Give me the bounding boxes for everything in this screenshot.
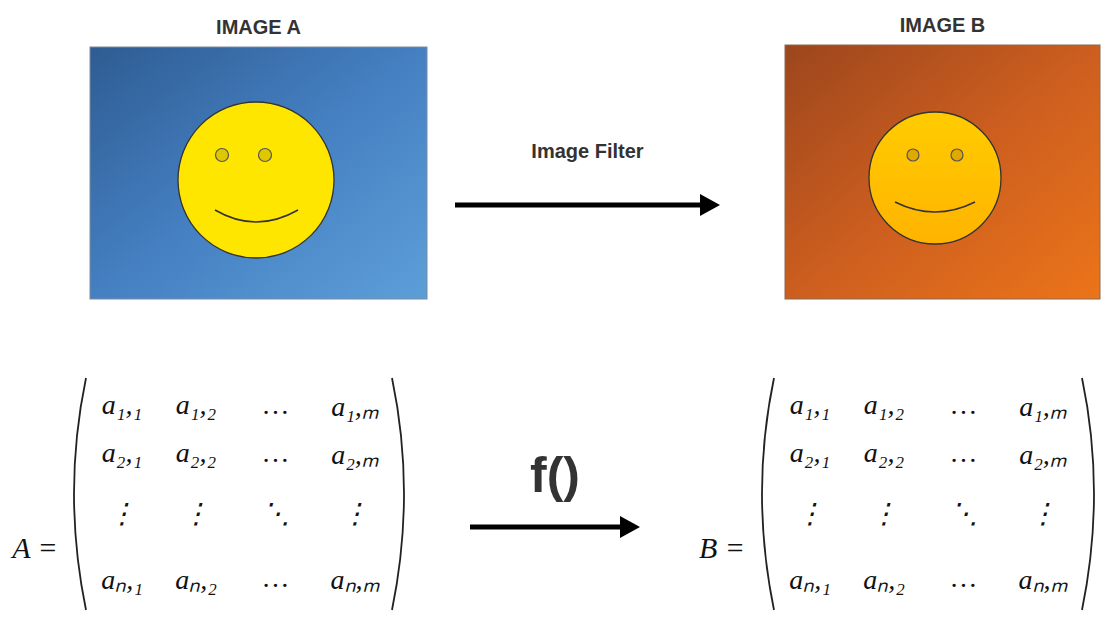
image-panel: IMAGE A (90, 47, 427, 299)
arrow-connector (455, 194, 720, 216)
matrix-cell: … (264, 437, 289, 469)
image-heading: IMAGE B (900, 14, 986, 37)
matrix-cell: aₙ,ₘ (1019, 559, 1068, 597)
matrix-cell: aₙ,₁ (101, 559, 143, 597)
matrix-cell: … (952, 437, 977, 469)
matrix-brackets (74, 378, 1094, 610)
matrix-cell: … (264, 562, 289, 594)
image-a (90, 47, 427, 299)
matrix-cell: … (952, 389, 977, 421)
matrix-cell: … (952, 562, 977, 594)
matrix-name: B = (699, 531, 745, 565)
matrix-cell: a₁,₁ (790, 389, 830, 421)
matrix-cell: ⋱ (950, 497, 978, 530)
image-heading: IMAGE A (216, 16, 301, 39)
matrix-cell: a₂,₂ (864, 437, 904, 469)
matrix-cell: a₁,₂ (864, 389, 904, 421)
matrix-cell: a₁,₁ (102, 389, 142, 421)
matrix-cell: aₙ,₂ (175, 559, 217, 597)
arrow-connector (470, 516, 640, 538)
matrix-cell: ⋮ (341, 497, 369, 530)
matrix-cell: ⋮ (1029, 497, 1057, 530)
matrix: A = a₁,₁ a₁,₂ … a₁,ₘ a₂,₁ a₂,₂ … a₂,ₘ ⋮ ⋮ ⋱ ⋮ aₙ,₁ aₙ,… (0, 372, 420, 614)
matrix-cell: a₁,₂ (176, 389, 216, 421)
matrix-cell: a₂,₁ (790, 437, 830, 469)
matrix-cell: a₂,ₘ (331, 434, 379, 472)
matrix-cell: aₙ,₂ (863, 559, 905, 597)
matrix-cell: ⋮ (108, 497, 136, 530)
matrix-cell: ⋮ (796, 497, 824, 530)
matrix-cell: aₙ,₁ (789, 559, 831, 597)
matrix-cell: ⋮ (182, 497, 210, 530)
image-b (785, 45, 1100, 299)
matrix-cell: a₁,ₘ (1019, 386, 1067, 424)
matrix-cell: … (264, 389, 289, 421)
matrix-cell: a₂,ₘ (1019, 434, 1067, 472)
matrix: B = a₁,₁ a₁,₂ … a₁,ₘ a₂,₁ a₂,₂ … a₂,ₘ ⋮ ⋮ ⋱ ⋮ aₙ,₁ aₙ,… (688, 372, 1113, 614)
matrix-cell: ⋮ (870, 497, 898, 530)
image-panel: IMAGE B (785, 45, 1100, 299)
edge-label: f() (485, 442, 625, 510)
matrix-cell: a₂,₁ (102, 437, 142, 469)
matrix-cell: a₁,ₘ (331, 386, 379, 424)
matrix-name: A = (12, 531, 58, 565)
edge-label: Image Filter (528, 138, 648, 165)
matrix-cell: aₙ,ₘ (331, 559, 380, 597)
matrix-cell: ⋱ (262, 497, 290, 530)
matrix-cell: a₂,₂ (176, 437, 216, 469)
